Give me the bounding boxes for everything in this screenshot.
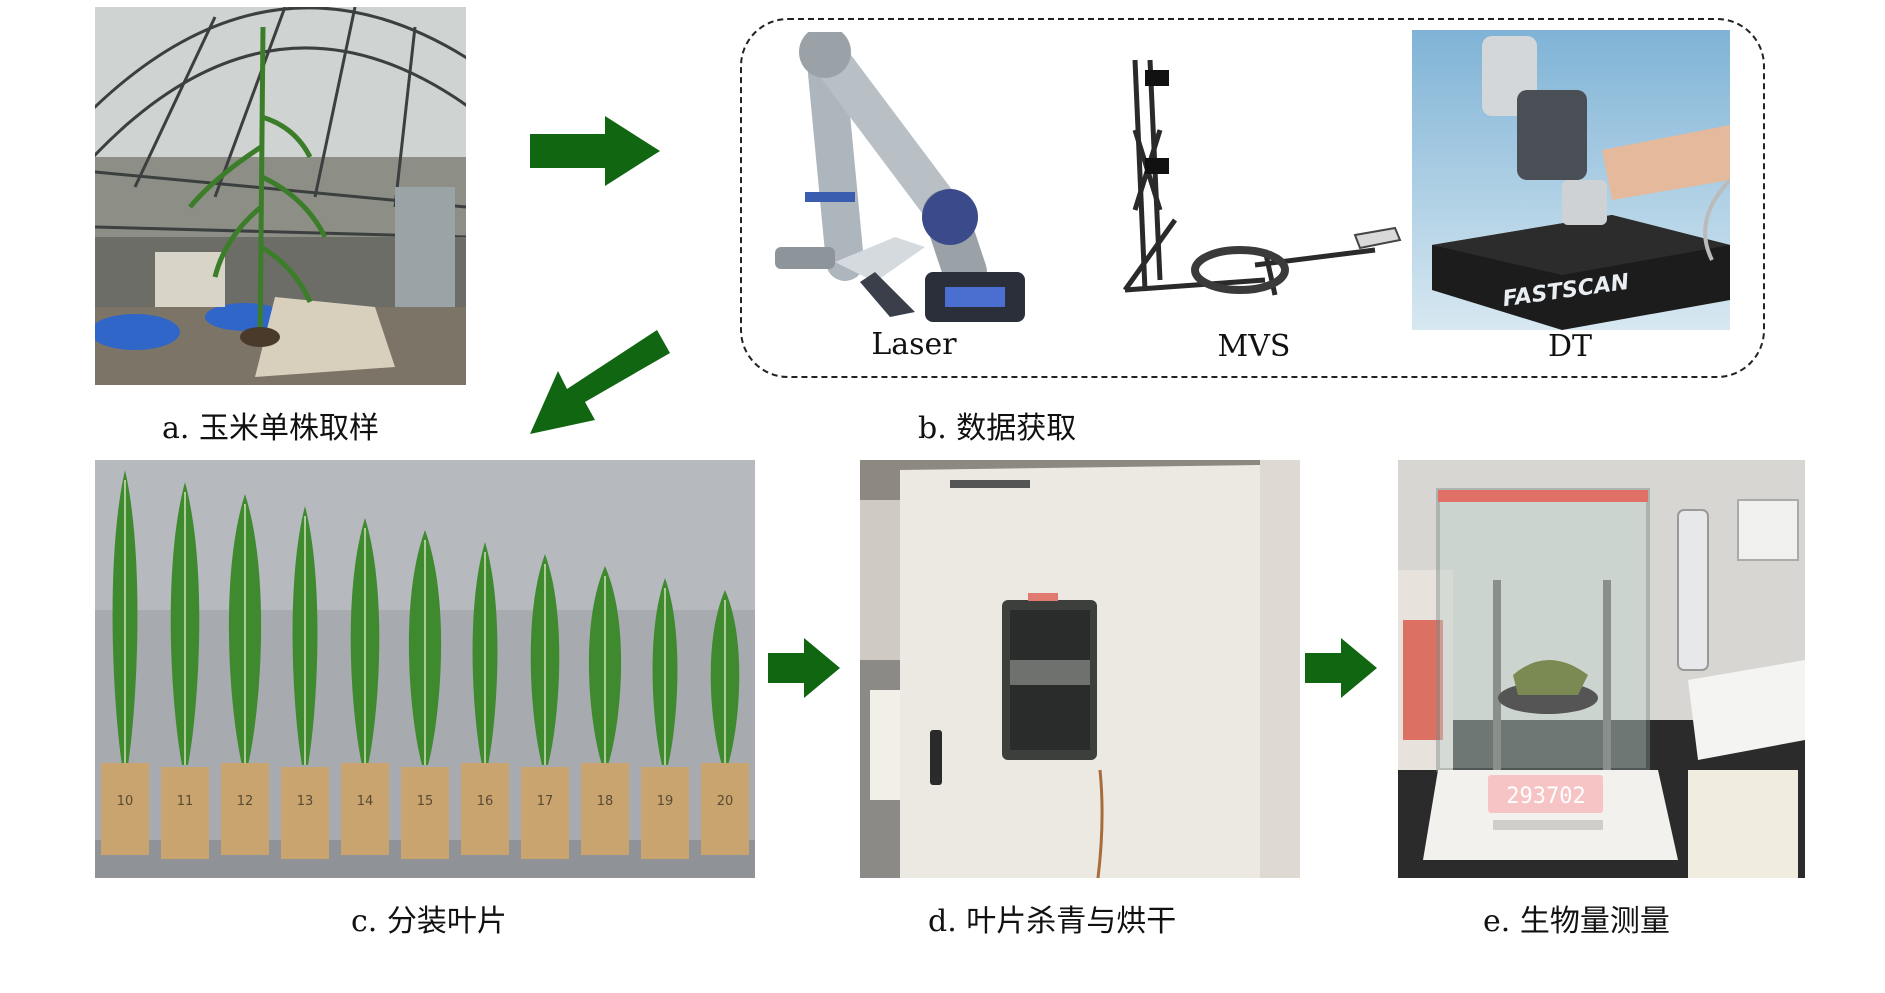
- device-label-dt: DT: [1547, 329, 1593, 364]
- paper-bag-16: [461, 763, 509, 855]
- bag-number-label: 12: [237, 794, 254, 809]
- bag-number-label: 10: [117, 794, 134, 809]
- paper-bag-13: [281, 767, 329, 859]
- paper-bag-11: [161, 767, 209, 859]
- caption-b: b. 数据获取: [918, 411, 1077, 446]
- device-label-mvs: MVS: [1217, 329, 1291, 364]
- paper-bag-12: [221, 763, 269, 855]
- bag-number-label: 16: [477, 794, 494, 809]
- caption-d: d. 叶片杀青与烘干: [928, 904, 1177, 939]
- bag-number-label: 11: [177, 794, 194, 809]
- paper-bag-19: [641, 767, 689, 859]
- bag-number-label: 15: [417, 794, 434, 809]
- caption-a: a. 玉米单株取样: [162, 411, 379, 446]
- paper-bag-17: [521, 767, 569, 859]
- photo-drying-oven: [860, 460, 1300, 878]
- arrow-right-icon: [768, 638, 840, 698]
- photo-maize-sampling: [95, 7, 466, 385]
- bag-number-label: 17: [537, 794, 554, 809]
- arrow-right-icon: [530, 116, 660, 186]
- bag-number-label: 13: [297, 794, 314, 809]
- mvs-multiview-rig-image: [1115, 50, 1405, 310]
- caption-c: c. 分装叶片: [351, 904, 507, 939]
- caption-e: e. 生物量测量: [1483, 904, 1670, 939]
- paper-bag-15: [401, 767, 449, 859]
- device-label-laser: Laser: [871, 327, 957, 362]
- photo-leaves-with-bags: 10 11 12 13 14 15 16 17 18 19 20: [95, 460, 755, 878]
- photo-analytical-balance: 293702: [1398, 460, 1805, 878]
- paper-bag-18: [581, 763, 629, 855]
- bag-number-label: 18: [597, 794, 614, 809]
- arrow-right-icon: [1305, 638, 1377, 698]
- data-acquisition-box: [740, 18, 1765, 378]
- arrow-down-left-icon: [530, 330, 670, 440]
- fastscan-handheld-digitizer-image: FASTSCAN: [1412, 30, 1730, 330]
- paper-bag-20: [701, 763, 749, 855]
- bag-number-label: 14: [357, 794, 374, 809]
- bag-number-label: 19: [657, 794, 674, 809]
- paper-bag-14: [341, 763, 389, 855]
- paper-bag-10: [101, 763, 149, 855]
- bag-number-label: 20: [717, 794, 734, 809]
- laser-scanner-arm-image: [765, 32, 1095, 332]
- scale-display-reading: 293702: [1506, 784, 1585, 809]
